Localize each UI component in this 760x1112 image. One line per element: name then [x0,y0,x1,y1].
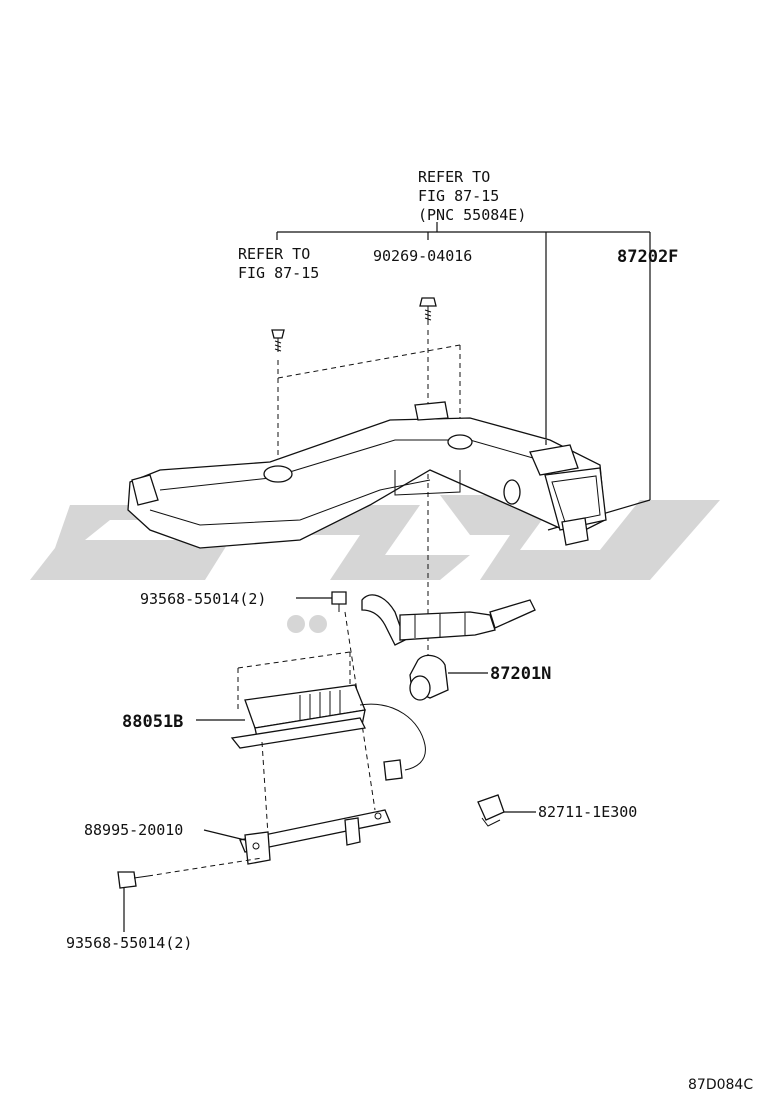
air-duct [127,401,607,549]
refer-top-line1: REFER TO [418,168,490,186]
screw-93568-bottom [117,871,149,889]
clip-82711 [477,794,505,827]
part-label-88051b[interactable]: 88051B [122,712,183,732]
part-label-93568-bottom[interactable]: 93568-55014(2) [66,934,192,952]
part-label-93568-top[interactable]: 93568-55014(2) [140,590,266,608]
bracket-88995 [239,809,391,865]
part-label-88995[interactable]: 88995-20010 [84,821,183,839]
refer-left-line1: REFER TO [238,245,310,263]
part-label-87201n[interactable]: 87201N [490,664,551,684]
elbow-87201n [409,654,449,701]
clip-93568-top [331,591,347,612]
part-label-87202f[interactable]: 87202F [617,247,678,267]
screw-left [271,329,285,352]
bolt-90269 [419,297,437,325]
refer-left-line2: FIG 87-15 [238,264,319,282]
figure-code: 87D084C [688,1077,753,1093]
refer-top-line2: FIG 87-15 [418,187,499,205]
part-label-90269[interactable]: 90269-04016 [373,247,472,265]
part-label-82711[interactable]: 82711-1E300 [538,803,637,821]
hose-assembly [361,594,536,646]
refer-top-line3: (PNC 55084E) [418,206,526,224]
control-unit-88051b [230,684,426,781]
